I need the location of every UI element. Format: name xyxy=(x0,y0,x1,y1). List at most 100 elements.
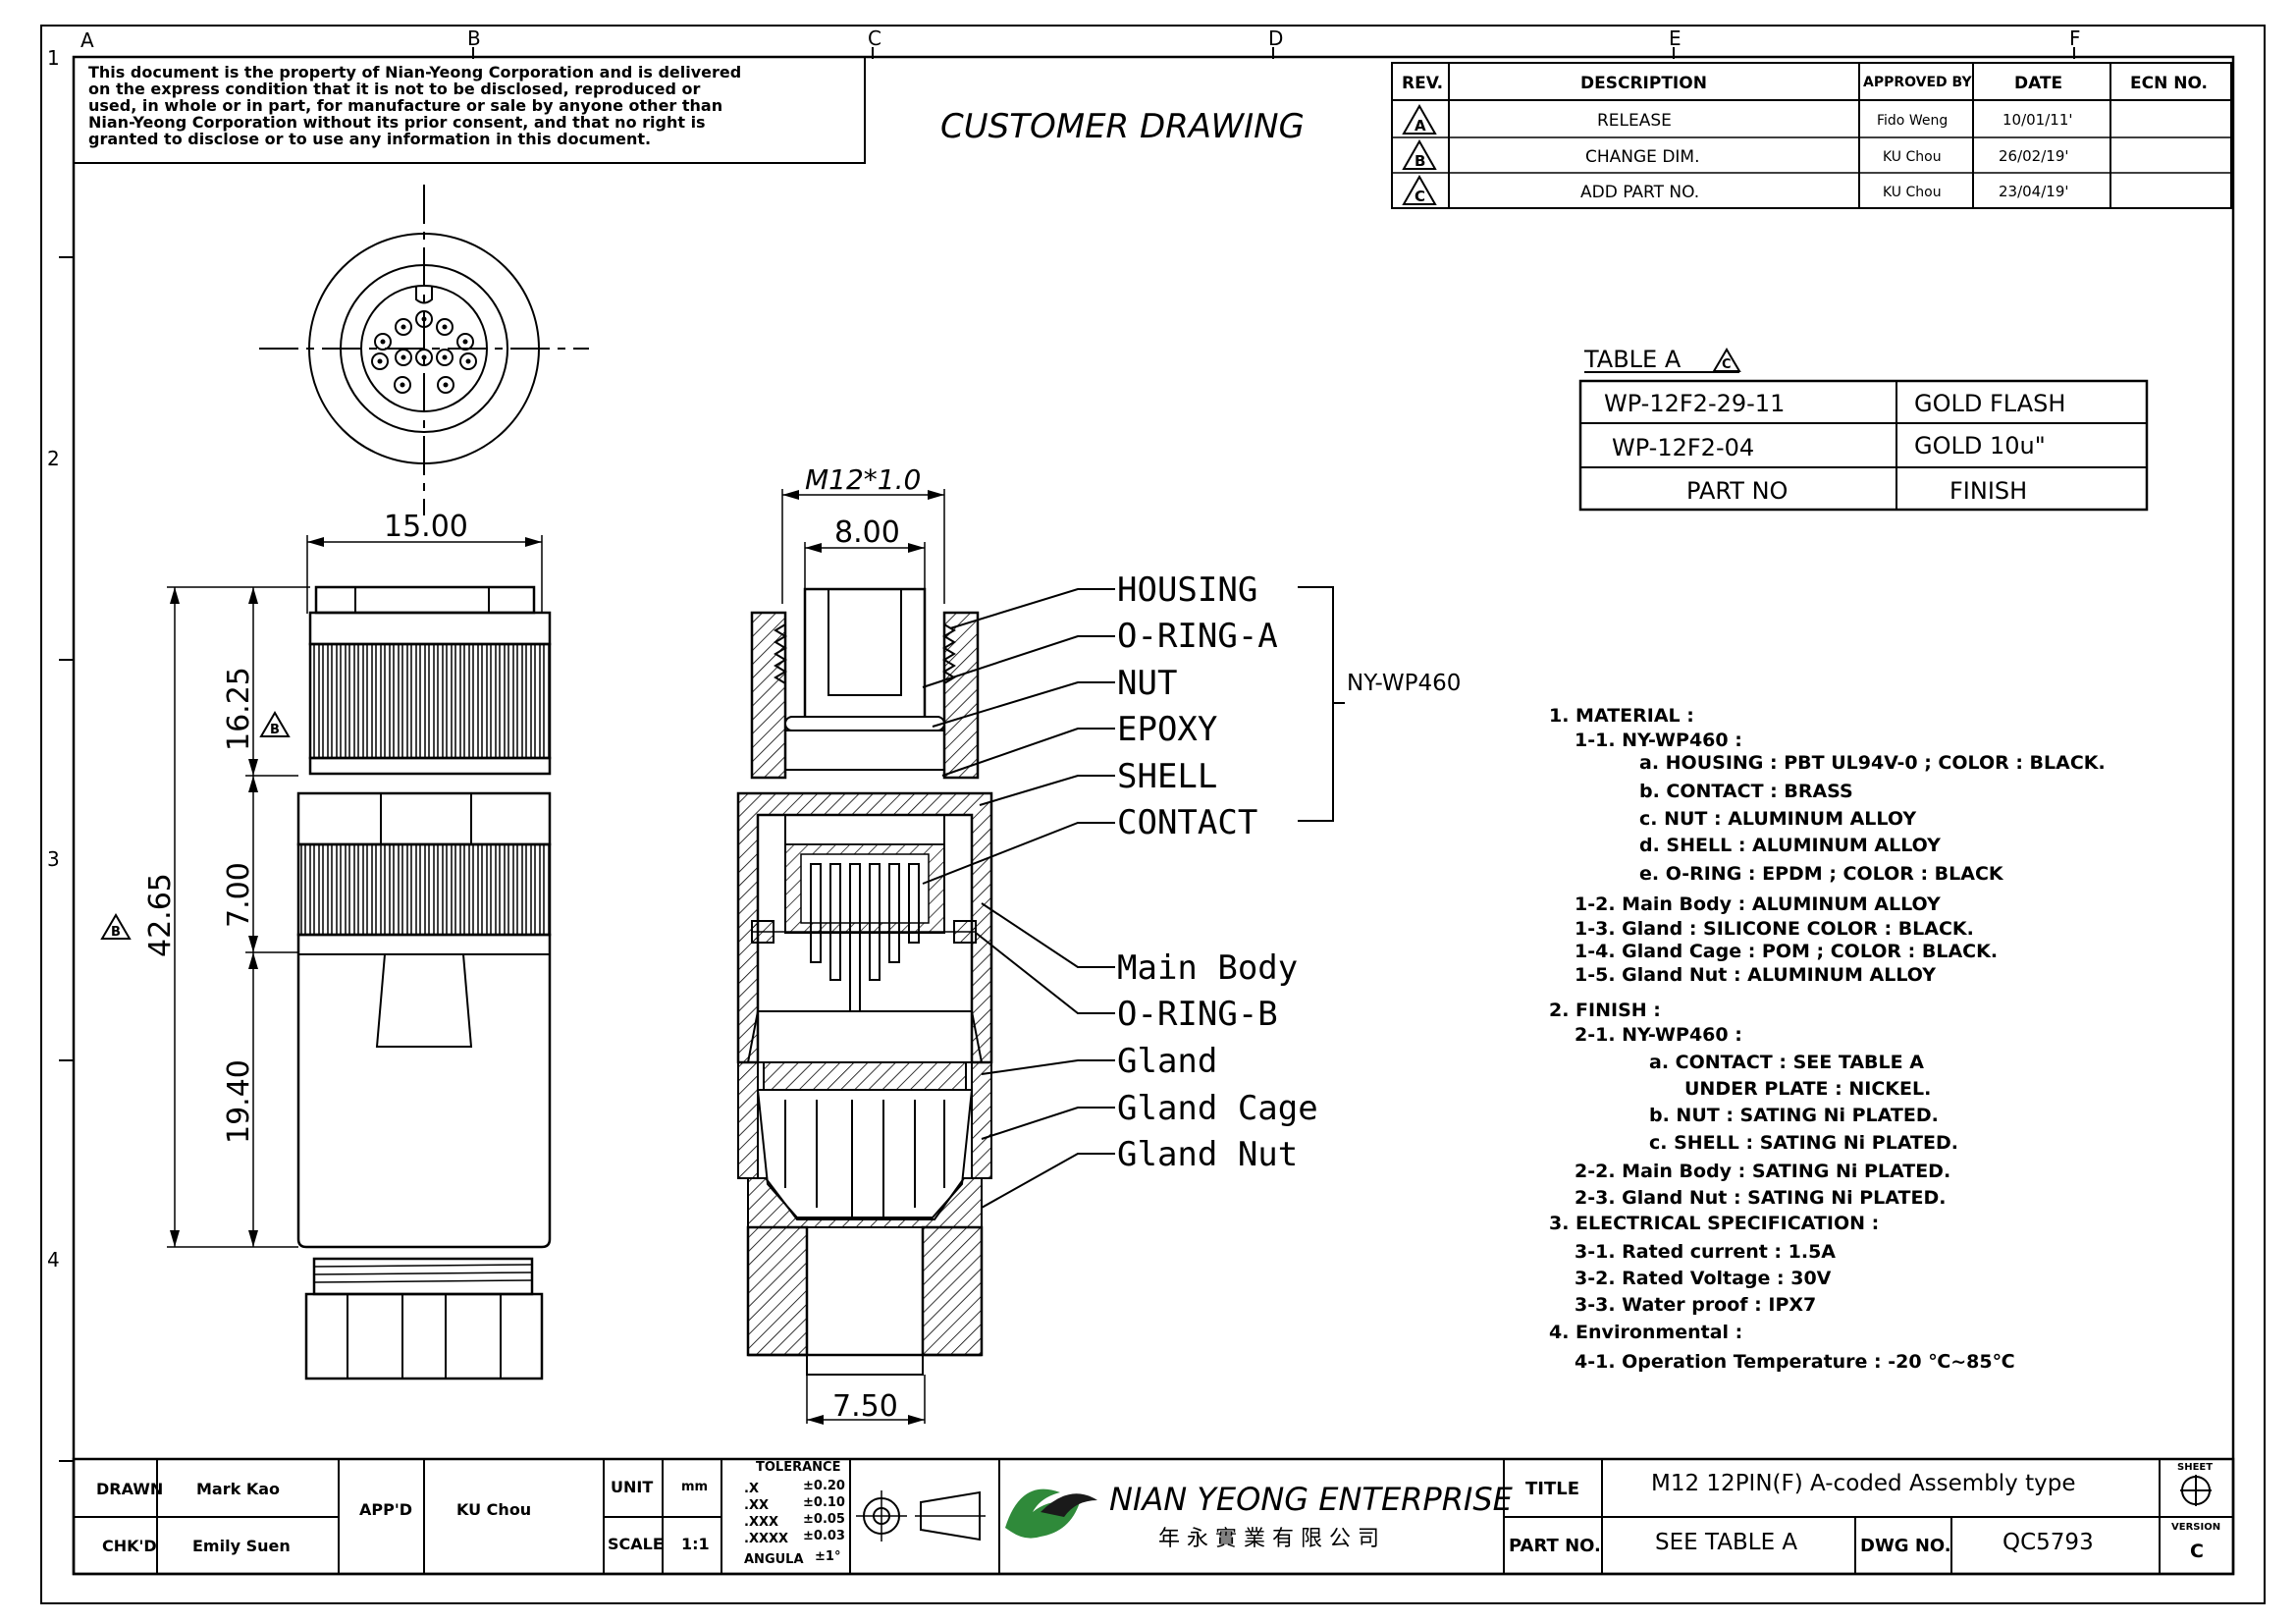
table-a-part-1: WP-12F2-29-11 xyxy=(1604,390,1785,417)
grid-row-2: 2 xyxy=(47,447,60,470)
note-line: d. SHELL : ALUMINUM ALLOY xyxy=(1639,835,1941,856)
notice-line-4: Nian-Yeong Corporation without its prior… xyxy=(88,113,706,132)
grid-row-4: 4 xyxy=(47,1248,60,1271)
grid-column-marks: A B C D E F xyxy=(80,27,2081,59)
rev-description: CHANGE DIM. xyxy=(1585,147,1700,167)
note-line: UNDER PLATE : NICKEL. xyxy=(1684,1078,1931,1100)
tol-value: ±0.05 xyxy=(803,1512,845,1527)
callout-oring-b: O-RING-B xyxy=(1117,995,1278,1034)
grid-row-marks: 1 2 3 4 xyxy=(47,46,75,1462)
appd-value: KU Chou xyxy=(456,1500,531,1519)
notice-text: This document is the property of Nian-Ye… xyxy=(88,63,741,148)
table-a-header-part: PART NO xyxy=(1686,477,1788,505)
rev-description: ADD PART NO. xyxy=(1580,183,1699,202)
note-line: 2-2. Main Body : SATING Ni PLATED. xyxy=(1575,1161,1950,1182)
title-label: TITLE xyxy=(1525,1479,1579,1499)
revision-table: REV. DESCRIPTION APPROVED BY DATE ECN NO… xyxy=(1391,62,2232,209)
notice-line-2: on the express condition that it is not … xyxy=(88,80,700,98)
drawn-value: Mark Kao xyxy=(196,1480,280,1498)
company-name: NIAN YEONG ENTERPRISE xyxy=(1109,1481,1514,1518)
rev-mark: B xyxy=(1415,152,1425,170)
note-line: 1-5. Gland Nut : ALUMINUM ALLOY xyxy=(1575,964,1936,986)
company-logo xyxy=(1005,1488,1097,1539)
notice-line-5: granted to disclose or to use any inform… xyxy=(88,130,651,148)
tol-value: ±1° xyxy=(815,1549,840,1564)
unit-value: mm xyxy=(681,1480,708,1494)
notice-box xyxy=(73,56,866,164)
notice-line-1: This document is the property of Nian-Ye… xyxy=(88,63,741,81)
dim-h1: 16.25 xyxy=(222,667,256,751)
spec-notes: 1. MATERIAL : 1-1. NY-WP460 : a. HOUSING… xyxy=(1549,705,2106,1373)
rev-date: 26/02/19' xyxy=(1999,147,2069,165)
dim-bottom: 7.50 xyxy=(832,1389,898,1424)
outer-frame xyxy=(40,25,2266,1604)
note-line: b. NUT : SATING Ni PLATED. xyxy=(1649,1105,1939,1126)
grid-row-3: 3 xyxy=(47,847,60,871)
rev-mark: A xyxy=(1415,117,1426,135)
note-line: 1-1. NY-WP460 : xyxy=(1575,730,1742,751)
callout-group: NY-WP460 xyxy=(1347,671,1461,696)
pin-contacts xyxy=(371,310,477,394)
rev-header-ecn: ECN NO. xyxy=(2130,74,2208,93)
grid-col-c: C xyxy=(868,27,881,50)
rev-date: 23/04/19' xyxy=(1999,183,2069,200)
note-line: 1-3. Gland : SILICONE COLOR : BLACK. xyxy=(1575,918,1974,940)
dim-width-top: 15.00 xyxy=(384,510,468,544)
callout-housing: HOUSING xyxy=(1117,570,1257,610)
rev-date: 10/01/11' xyxy=(2002,111,2073,129)
drawing-title: M12 12PIN(F) A-coded Assembly type xyxy=(1651,1471,2076,1496)
rev-mark-b-2: B xyxy=(111,925,121,940)
sheet-symbol xyxy=(2180,1475,2212,1506)
tol-value: ±0.10 xyxy=(803,1495,845,1510)
tol-key: .XXX xyxy=(744,1515,778,1530)
note-line: 2-3. Gland Nut : SATING Ni PLATED. xyxy=(1575,1187,1946,1209)
table-a-rev-mark: C xyxy=(1722,357,1732,372)
rev-mark-b-1: B xyxy=(270,723,280,737)
drawn-label: DRAWN xyxy=(96,1480,163,1498)
dim-total: 42.65 xyxy=(143,873,178,957)
unit-label: UNIT xyxy=(611,1478,653,1496)
page-heading: CUSTOMER DRAWING xyxy=(940,107,1305,146)
note-line: 1. MATERIAL : xyxy=(1549,705,1694,727)
tol-key: .XX xyxy=(744,1498,769,1513)
table-a-header-finish: FINISH xyxy=(1949,477,2027,505)
note-line: a. HOUSING : PBT UL94V-0 ; COLOR : BLACK… xyxy=(1639,752,2106,774)
connector-end-view xyxy=(259,185,589,515)
callout-main-body: Main Body xyxy=(1117,948,1298,988)
tol-key: ANGULA xyxy=(744,1552,804,1567)
rev-approved-by: Fido Weng xyxy=(1877,113,1948,129)
callout-gland: Gland xyxy=(1117,1042,1217,1081)
callout-oring-a: O-RING-A xyxy=(1117,617,1278,656)
table-a-finish-2: GOLD 10u" xyxy=(1914,432,2046,460)
tol-value: ±0.20 xyxy=(803,1479,845,1493)
partno-label: PART NO. xyxy=(1509,1536,1601,1556)
grid-col-f: F xyxy=(2069,27,2081,50)
dwgno-label: DWG NO. xyxy=(1860,1536,1951,1556)
callout-contact: CONTACT xyxy=(1117,803,1257,842)
tol-key: .X xyxy=(744,1482,759,1496)
rev-header-rev: REV. xyxy=(1402,74,1443,93)
connector-side-view: 15.00 xyxy=(100,510,552,1380)
version-label: VERSION xyxy=(2171,1522,2220,1533)
part-number: SEE TABLE A xyxy=(1655,1530,1797,1555)
rev-header-description: DESCRIPTION xyxy=(1580,74,1707,93)
table-a-finish-1: GOLD FLASH xyxy=(1914,390,2065,417)
rev-approved-by: KU Chou xyxy=(1883,185,1942,200)
note-line: 4. Environmental : xyxy=(1549,1322,1742,1343)
note-line: 3-1. Rated current : 1.5A xyxy=(1575,1241,1836,1263)
note-line: 3. ELECTRICAL SPECIFICATION : xyxy=(1549,1213,1879,1234)
tol-key: .XXXX xyxy=(744,1532,788,1546)
note-line: c. SHELL : SATING Ni PLATED. xyxy=(1649,1132,1958,1154)
connector-section-view: M12*1.0 8.00 xyxy=(736,463,1461,1425)
note-line: 4-1. Operation Temperature : -20 ℃~85℃ xyxy=(1575,1351,2015,1373)
tol-value: ±0.03 xyxy=(803,1529,845,1543)
rev-header-date: DATE xyxy=(2014,74,2062,93)
note-line: 3-2. Rated Voltage : 30V xyxy=(1575,1268,1832,1289)
version-value: C xyxy=(2190,1541,2204,1562)
note-line: e. O-RING : EPDM ; COLOR : BLACK xyxy=(1639,863,2004,885)
grid-col-d: D xyxy=(1268,27,1283,50)
callout-gland-nut: Gland Nut xyxy=(1117,1135,1298,1174)
sheet-label: SHEET xyxy=(2177,1462,2213,1473)
grid-col-b: B xyxy=(467,27,481,50)
